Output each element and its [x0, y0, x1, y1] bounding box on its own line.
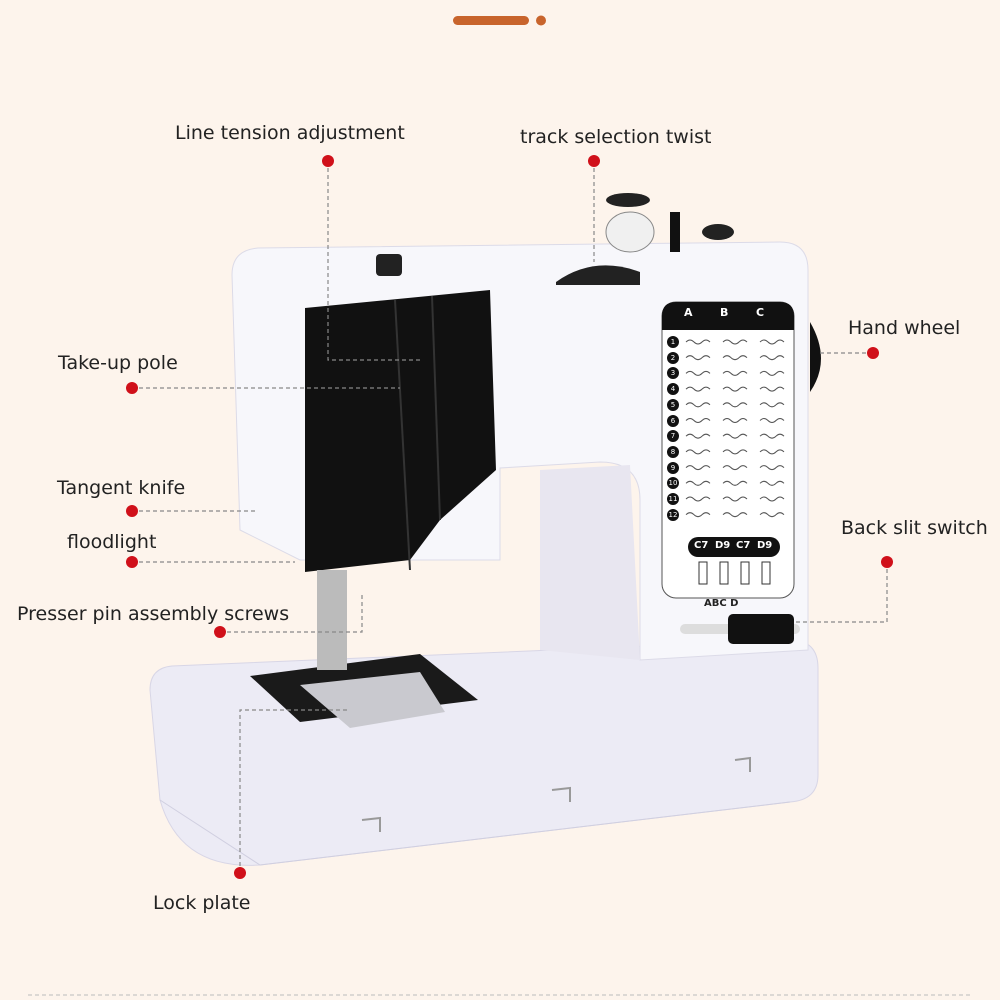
- stitch-pattern-icon: [759, 465, 785, 471]
- marker-presser-screws: [214, 626, 226, 638]
- back-slit-switch[interactable]: [728, 614, 794, 644]
- panel-row-number: 11: [667, 493, 679, 505]
- stitch-pattern-icon: [759, 386, 785, 392]
- stitch-pattern-icon: [722, 339, 748, 345]
- stitch-pattern-icon: [685, 512, 711, 518]
- stitch-pattern-icon: [722, 418, 748, 423]
- stitch-pattern-icon: [722, 433, 748, 439]
- stitch-pattern-icon: [685, 433, 711, 439]
- marker-track-selection: [588, 155, 600, 167]
- stitch-pattern-icon: [722, 465, 748, 471]
- panel-foot-label: C7: [736, 540, 751, 551]
- switch-labels: ABC D: [704, 598, 739, 609]
- panel-row-number: 9: [667, 461, 679, 474]
- stitch-pattern-icon: [685, 386, 711, 392]
- presser-foot-icon: [719, 561, 729, 585]
- panel-foot-label: C7: [694, 540, 709, 551]
- label-tangent-knife: Tangent knife: [57, 477, 186, 499]
- panel-row-number: 4: [667, 383, 679, 396]
- label-track-selection: track selection twist: [520, 126, 712, 148]
- panel-column-label: B: [720, 306, 729, 319]
- machine-base: [149, 639, 819, 866]
- marker-line-tension: [322, 155, 334, 167]
- panel-row-number: 2: [667, 351, 679, 364]
- stitch-pattern-icon: [685, 402, 711, 408]
- panel-row-number: 7: [667, 430, 679, 443]
- stitch-pattern-icon: [685, 370, 711, 376]
- label-back-slit: Back slit switch: [841, 517, 988, 539]
- stitch-pattern-icon: [685, 418, 711, 423]
- stitch-pattern-icon: [759, 512, 785, 518]
- stitch-pattern-icon: [722, 496, 748, 502]
- label-take-up-pole: Take-up pole: [58, 352, 178, 374]
- panel-column-label: C: [756, 306, 765, 319]
- panel-foot-label: D9: [757, 540, 773, 551]
- stitch-pattern-icon: [685, 355, 711, 361]
- stitch-pattern-icon: [759, 480, 785, 486]
- label-line-tension: Line tension adjustment: [175, 122, 405, 144]
- stitch-pattern-icon: [722, 512, 748, 518]
- panel-row-number: 3: [667, 367, 679, 380]
- label-presser-screws: Presser pin assembly screws: [17, 603, 290, 625]
- marker-lock-plate: [234, 867, 246, 879]
- stitch-pattern-icon: [759, 433, 785, 439]
- stitch-pattern-icon: [759, 418, 785, 423]
- presser-foot-icon: [761, 561, 771, 585]
- stitch-pattern-icon: [722, 355, 748, 361]
- stitch-pattern-icon: [759, 355, 785, 361]
- panel-row-number: 1: [667, 336, 679, 348]
- panel-row-number: 10: [667, 477, 679, 490]
- stitch-pattern-icon: [759, 496, 785, 502]
- stitch-selector-dial[interactable]: [556, 265, 640, 285]
- top-accent-dot: [536, 15, 546, 26]
- hand-wheel[interactable]: [810, 322, 821, 392]
- presser-foot-icon: [740, 561, 750, 585]
- marker-back-slit: [881, 556, 893, 568]
- stitch-pattern-icon: [722, 370, 748, 376]
- stitch-pattern-icon: [685, 449, 711, 455]
- presser-foot: [300, 672, 445, 728]
- stitch-pattern-icon: [722, 402, 748, 408]
- stitch-pattern-icon: [685, 465, 711, 471]
- stitch-pattern-icon: [722, 386, 748, 392]
- label-lock-plate: Lock plate: [153, 892, 251, 914]
- spool-pin-left: [376, 254, 402, 276]
- stitch-pattern-icon: [722, 480, 748, 486]
- stitch-pattern-icon: [685, 339, 711, 345]
- marker-take-up-pole: [126, 382, 138, 394]
- panel-row-number: 8: [667, 445, 679, 458]
- thread-spool-cap: [606, 193, 650, 207]
- stitch-pattern-icon: [685, 496, 711, 502]
- stitch-pattern-icon: [685, 480, 711, 486]
- stitch-pattern-icon: [759, 339, 785, 345]
- stitch-pattern-icon: [759, 402, 785, 408]
- marker-hand-wheel: [867, 347, 879, 359]
- label-floodlight: floodlight: [67, 531, 157, 553]
- presser-foot-icon: [698, 561, 708, 585]
- stitch-pattern-icon: [722, 449, 748, 455]
- marker-floodlight: [126, 556, 138, 568]
- stitch-pattern-icon: [759, 449, 785, 455]
- top-accent-bar: [453, 16, 529, 25]
- front-cover: [305, 290, 496, 572]
- stitch-pattern-icon: [759, 370, 785, 376]
- panel-foot-label: D9: [715, 540, 731, 551]
- panel-row-number: 12: [667, 508, 679, 521]
- label-hand-wheel: Hand wheel: [848, 317, 961, 339]
- panel-row-number: 6: [667, 414, 679, 427]
- marker-tangent-knife: [126, 505, 138, 517]
- panel-column-label: A: [684, 306, 693, 319]
- panel-row-number: 5: [667, 398, 679, 411]
